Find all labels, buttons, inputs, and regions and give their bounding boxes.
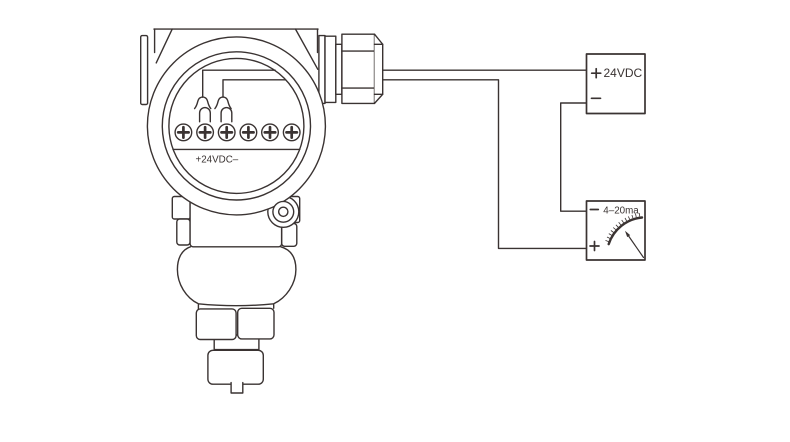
svg-text:24VDC: 24VDC bbox=[604, 66, 643, 80]
svg-text:4–20ma: 4–20ma bbox=[603, 205, 639, 216]
svg-text:+24VDC–: +24VDC– bbox=[196, 155, 239, 166]
